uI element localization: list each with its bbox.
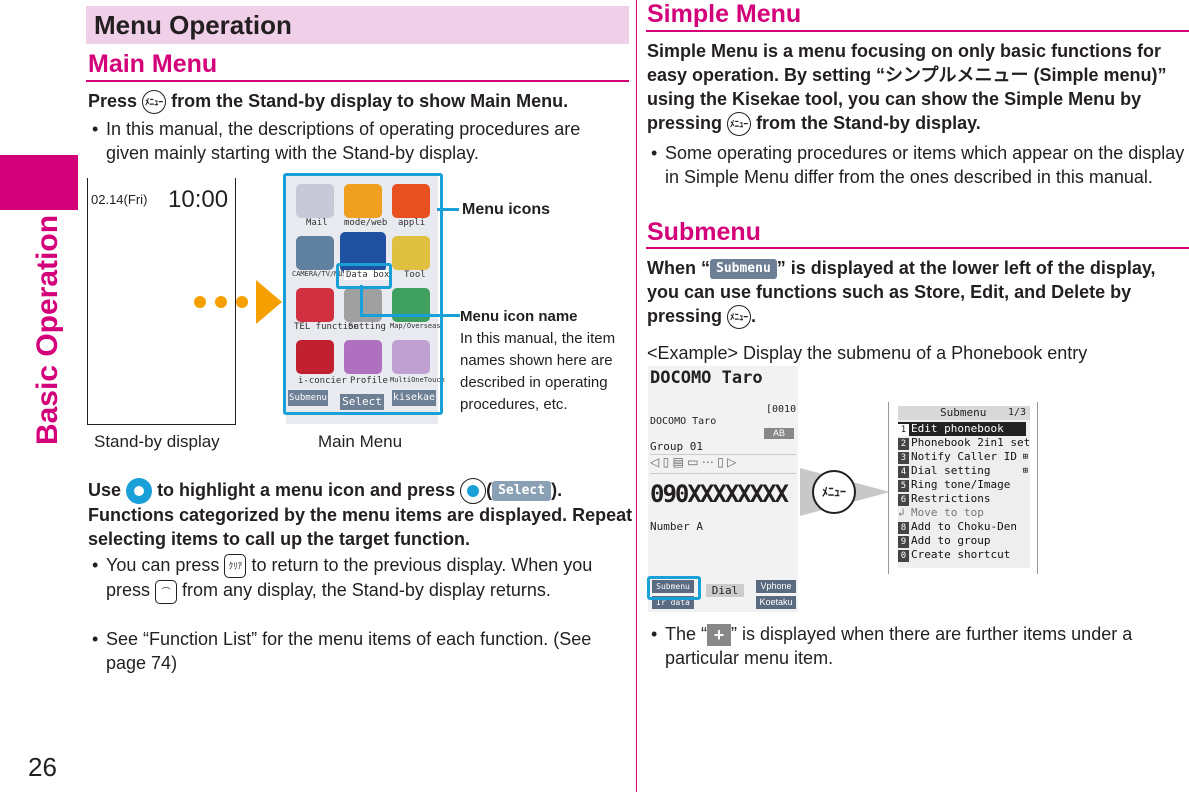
softkey-submenu: Submenu: [288, 390, 328, 406]
panel-right-border: [1037, 402, 1038, 574]
group-label: Group 01: [650, 440, 703, 453]
indent-marker: ↲: [898, 506, 905, 519]
multi-selector-icon: [126, 478, 153, 505]
menu-key-icon: ﾒﾆｭｰ: [142, 90, 167, 115]
softkey-dial: Dial: [706, 584, 744, 597]
page-number: 26: [28, 752, 57, 782]
bullet-manual-descriptions: • In this manual, the descriptions of op…: [92, 119, 581, 163]
standby-day: Fri: [127, 192, 144, 207]
bullet-simple-menu: • Some operating procedures or items whi…: [651, 143, 1185, 187]
bullet-plus-icon: • The “+” is displayed when there are fu…: [651, 624, 1133, 669]
select-key-icon: [460, 478, 487, 505]
entry-index: [0010]: [766, 404, 798, 415]
use-instruction: Use to highlight a menu icon and press (…: [88, 478, 633, 505]
submenu-title: Submenu: [940, 406, 987, 419]
mail-icon: [296, 184, 334, 218]
menu-icon-name-highlight: [336, 263, 392, 289]
bullet-clear-key: • You can press ｸﾘｱ to return to the pre…: [92, 553, 627, 604]
camera-tv-music-icon: [296, 236, 334, 270]
arrow-right-icon: [256, 280, 282, 324]
section-tab: [0, 155, 78, 210]
standby-date: 02.14: [91, 192, 124, 207]
menu-key-icon: ﾒﾆｭｰ: [812, 470, 856, 514]
heading-rule: [646, 30, 1189, 32]
submenu-highlight: [647, 576, 701, 600]
column-divider: [636, 0, 637, 792]
tel-function-icon: [296, 288, 334, 322]
field-icons-bar: ◁ ▯ ▤ ▭ ⋯ ▯ ▷: [650, 454, 796, 474]
select-softkey: Select: [492, 481, 552, 502]
submenu-softkey: Submenu: [710, 259, 777, 280]
section-banner: Menu Operation: [86, 6, 629, 44]
simple-menu-text: Simple Menu is a menu focusing on only b…: [647, 39, 1187, 137]
plus-icon: +: [707, 624, 732, 647]
submenu-heading: Submenu: [647, 218, 761, 246]
standby-time: 10:00: [168, 186, 229, 213]
main-menu-heading: Main Menu: [88, 50, 218, 78]
arrow-dot: [194, 296, 206, 308]
softkey-select: Select: [340, 394, 384, 410]
submenu-page: 1/3: [1007, 407, 1026, 418]
menu-icons-highlight: [283, 173, 443, 415]
callout-menu-icon-desc: In this manual, the item names shown her…: [460, 330, 616, 413]
softkey-koetaku: Koetaku: [756, 596, 796, 609]
softkey-kisekae: kisekae: [392, 390, 436, 406]
tool-icon: [392, 236, 430, 270]
callout-line: [360, 285, 363, 315]
number-label: Number A: [650, 520, 703, 533]
side-label: Basic Operation: [31, 214, 64, 446]
multi-one-touch-icon: [392, 340, 430, 374]
softkey-submenu: Submenu: [652, 580, 694, 593]
submenu-title-bar: Submenu 1/3: [898, 406, 1030, 420]
submenu-text: When “Submenu” is displayed at the lower…: [647, 256, 1187, 330]
heading-rule: [646, 247, 1189, 249]
use-instruction-detail: Functions categorized by the menu items …: [88, 505, 633, 549]
example-text: <Example> Display the submenu of a Phone…: [647, 343, 1088, 363]
appli-icon: [392, 184, 430, 218]
menu-key-icon: ﾒﾆｭｰ: [727, 305, 752, 330]
simple-menu-heading: Simple Menu: [647, 0, 802, 28]
main-menu-caption: Main Menu: [318, 432, 403, 451]
plus-icon: ⊞: [1022, 466, 1028, 476]
arrow-dot: [215, 296, 227, 308]
softkey-vphone: Vphone: [756, 580, 796, 593]
callout-line: [360, 314, 460, 317]
menu-key-icon: ﾒﾆｭｰ: [727, 112, 752, 137]
plus-icon: ⊞: [1022, 452, 1028, 462]
main-menu-instruction: Press ﾒﾆｭｰ from the Stand-by display to …: [88, 89, 633, 115]
standby-display: 02.14(Fri) 10:00: [87, 178, 236, 425]
heading-rule: [86, 80, 629, 82]
contact-name-small: DOCOMO Taro: [650, 416, 717, 427]
clear-key-icon: ｸﾘｱ: [224, 554, 247, 579]
arrow-dot: [236, 296, 248, 308]
phone-number: 090XXXXXXXX: [650, 480, 789, 508]
mode-web-icon: [344, 184, 382, 218]
submenu-item-disabled: ↲Move to top: [898, 506, 984, 519]
profile-icon: [344, 340, 382, 374]
standby-caption: Stand-by display: [94, 432, 220, 451]
contact-name-large: DOCOMO Taro: [650, 368, 763, 388]
end-key-icon: ⌒: [155, 579, 178, 604]
bullet-function-list: • See “Function List” for the menu items…: [92, 629, 592, 673]
callout-menu-icon-name: Menu icon name: [460, 308, 578, 325]
panel-left-border: [888, 402, 889, 574]
i-concier-icon: [296, 340, 334, 374]
callout-line: [437, 208, 459, 211]
phonebook-display: DOCOMO Taro [0010] DOCOMO Taro AB Group …: [648, 366, 798, 612]
reading-badge: AB: [764, 428, 794, 439]
callout-menu-icons: Menu icons: [462, 201, 551, 218]
